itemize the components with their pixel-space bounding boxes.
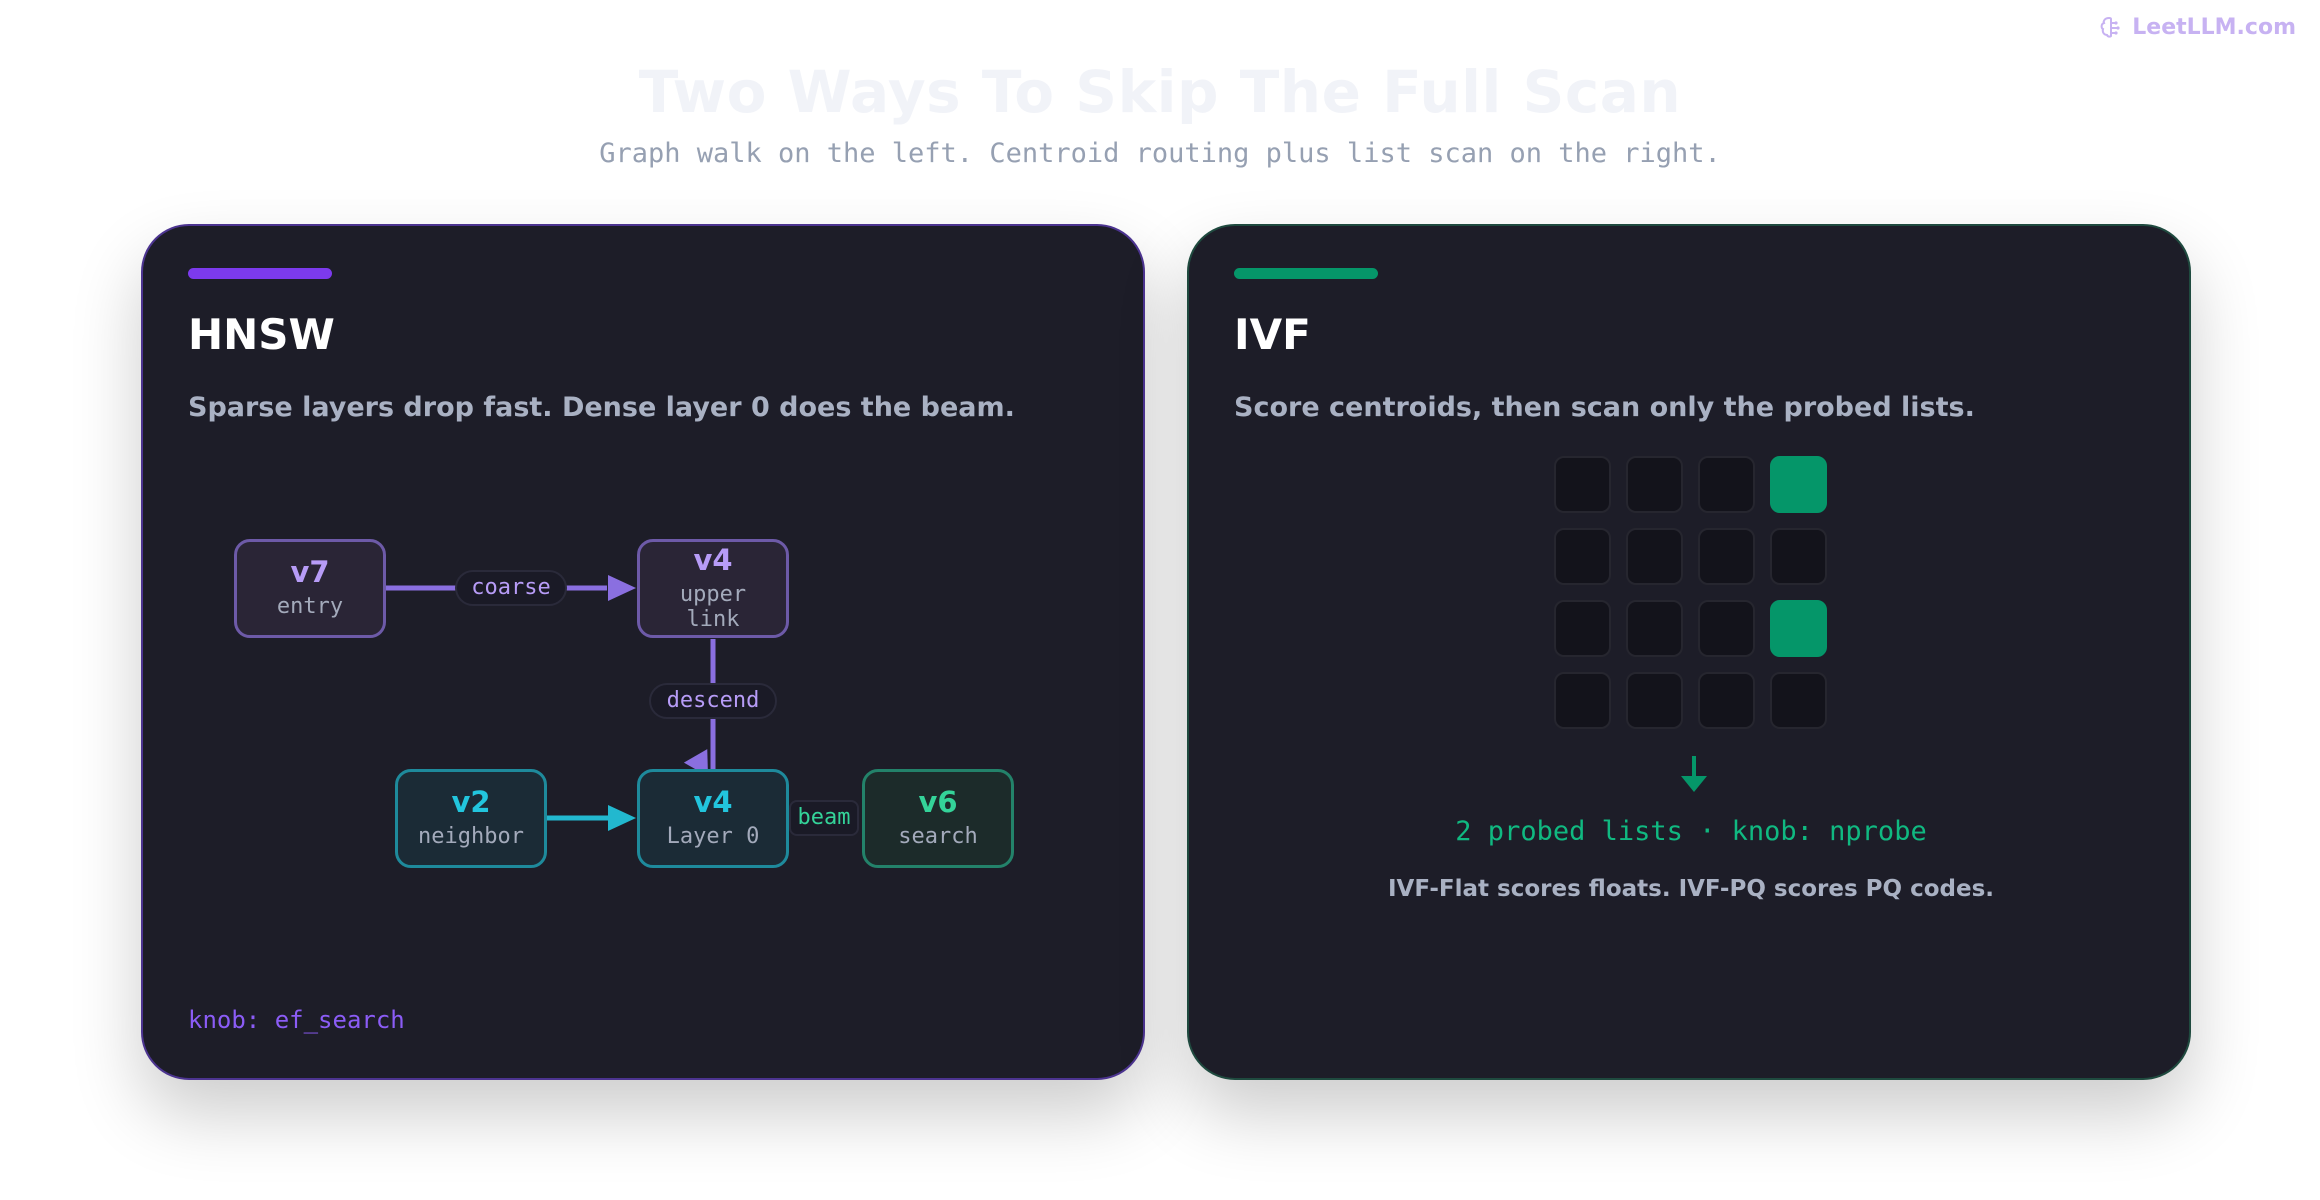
centroid-grid xyxy=(1554,456,1827,729)
ivf-card: IVF Score centroids, then scan only the … xyxy=(1187,224,2191,1080)
centroid-cell xyxy=(1554,672,1611,729)
hnsw-description: Sparse layers drop fast. Dense layer 0 d… xyxy=(188,392,1015,423)
ivf-description: Score centroids, then scan only the prob… xyxy=(1234,392,1975,423)
ivf-note: IVF-Flat scores floats. IVF-PQ scores PQ… xyxy=(1387,876,1995,902)
centroid-cell xyxy=(1554,456,1611,513)
node-v7-entry[interactable]: v7 entry xyxy=(234,539,386,638)
ivf-accent-bar xyxy=(1234,268,1378,279)
node-v4-upper-link[interactable]: v4 upper link xyxy=(637,539,789,638)
centroid-cell xyxy=(1698,672,1755,729)
edge-label-descend: descend xyxy=(649,683,777,719)
centroid-cell xyxy=(1626,528,1683,585)
centroid-cell xyxy=(1698,456,1755,513)
centroid-cell xyxy=(1698,600,1755,657)
hnsw-title: HNSW xyxy=(188,310,335,359)
node-v4-layer0[interactable]: v4 Layer 0 xyxy=(637,769,789,868)
centroid-cell-probed xyxy=(1770,600,1827,657)
hnsw-edges xyxy=(386,575,716,831)
hnsw-accent-bar xyxy=(188,268,332,279)
centroid-cell xyxy=(1698,528,1755,585)
centroid-cell xyxy=(1626,672,1683,729)
hnsw-card: HNSW Sparse layers drop fast. Dense laye… xyxy=(141,224,1145,1080)
centroid-cell xyxy=(1554,600,1611,657)
brand-name: LeetLLM.com xyxy=(2132,14,2296,40)
page-title: Two Ways To Skip The Full Scan xyxy=(638,58,1682,126)
ivf-title: IVF xyxy=(1234,310,1311,359)
down-arrow-icon xyxy=(1681,756,1707,792)
edge-neighbor-arrowhead xyxy=(608,805,636,831)
centroid-cell-probed xyxy=(1770,456,1827,513)
node-v4-upper-label-1: upper xyxy=(679,582,747,607)
node-v4-upper-label-2: link xyxy=(686,607,740,632)
edge-label-coarse: coarse xyxy=(455,570,567,606)
centroid-cell xyxy=(1770,672,1827,729)
node-v2-neighbor[interactable]: v2 neighbor xyxy=(395,769,547,868)
hnsw-knob: knob: ef_search xyxy=(188,1006,405,1034)
hnsw-graph: v7 entry v4 upper link v2 neighbor v4 La… xyxy=(143,226,1147,1082)
node-v6-search[interactable]: v6 search xyxy=(862,769,1014,868)
centroid-cell xyxy=(1626,600,1683,657)
brand-logo[interactable]: LeetLLM.com xyxy=(2098,14,2296,40)
edge-coarse-arrowhead xyxy=(608,575,636,601)
ivf-probed-stat: 2 probed lists · knob: nprobe xyxy=(1455,816,1927,847)
page-subtitle: Graph walk on the left. Centroid routing… xyxy=(599,138,1721,169)
centroid-cell xyxy=(1626,456,1683,513)
brain-icon xyxy=(2100,16,2120,38)
centroid-cell xyxy=(1554,528,1611,585)
edge-label-beam: beam xyxy=(789,800,859,836)
centroid-cell xyxy=(1770,528,1827,585)
